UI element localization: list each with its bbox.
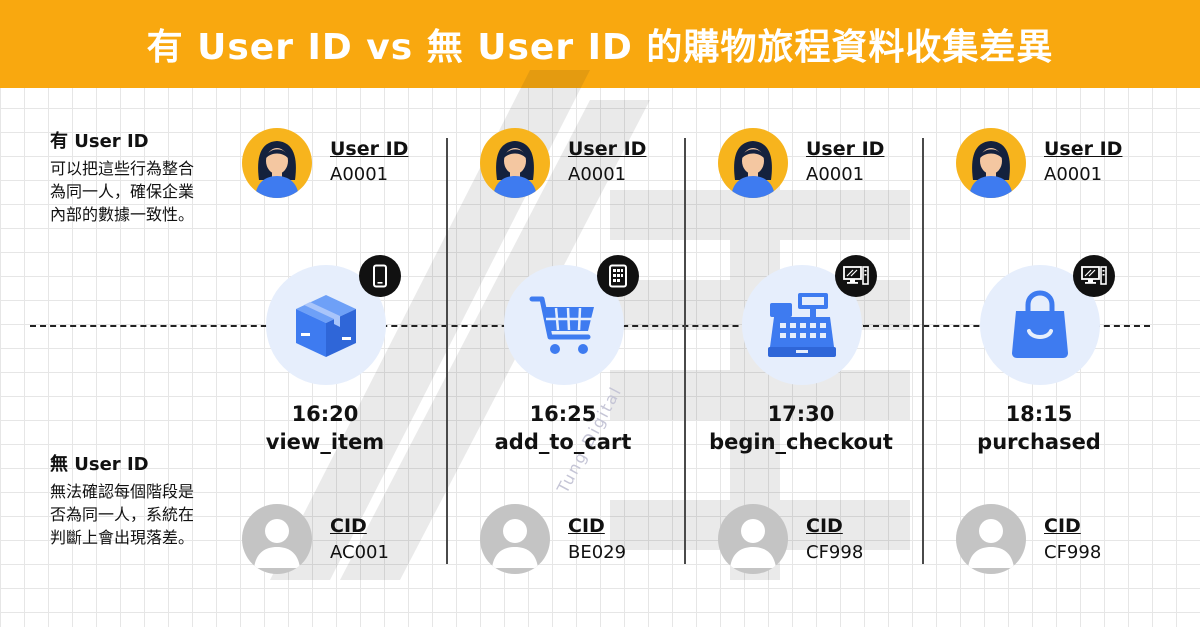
user-avatar-icon <box>480 128 550 198</box>
shopping-bag-icon <box>1012 290 1068 358</box>
anonymous-avatar-icon <box>718 504 788 574</box>
page-title: 有 User ID vs 無 User ID 的購物旅程資料收集差異 <box>146 27 1054 68</box>
with-user-id-note: 有 User ID 可以把這些行為整合為同一人，確保企業內部的數據一致性。 <box>50 127 210 226</box>
user-id-label: User ID <box>568 138 647 160</box>
cid-value: CF998 <box>1044 542 1102 563</box>
stage-add-to-cart: User ID A0001 16:25 add_to_cart <box>468 0 708 627</box>
event-name: purchased <box>977 430 1101 454</box>
user-id-value: A0001 <box>568 164 627 185</box>
cid-value: BE029 <box>568 542 627 563</box>
event-name: view_item <box>265 430 385 454</box>
user-id-label: User ID <box>806 138 885 160</box>
anonymous-avatar-icon <box>956 504 1026 574</box>
device-badge <box>835 255 877 297</box>
package-box-icon <box>296 295 356 357</box>
cash-register-icon <box>768 293 836 357</box>
without-user-id-title: 無 User ID <box>50 454 149 475</box>
user-id-value: A0001 <box>330 164 389 185</box>
user-avatar-icon <box>242 128 312 198</box>
stage-begin-checkout: User ID A0001 <box>706 0 946 627</box>
event-time: 18:15 <box>1005 402 1073 426</box>
cid-label: CID <box>330 515 367 537</box>
cid-label: CID <box>1044 515 1081 537</box>
user-id-value: A0001 <box>806 164 865 185</box>
stage-purchased: User ID A0001 18:15 purchased CID CF998 <box>944 0 1184 627</box>
cid-value: CF998 <box>806 542 864 563</box>
cid-label: CID <box>568 515 605 537</box>
user-id-value: A0001 <box>1044 164 1103 185</box>
user-id-label: User ID <box>1044 138 1123 160</box>
anonymous-avatar-icon <box>242 504 312 574</box>
with-user-id-description: 可以把這些行為整合為同一人，確保企業內部的數據一致性。 <box>50 159 195 224</box>
stage-divider <box>922 138 924 564</box>
event-name: add_to_cart <box>494 430 632 454</box>
without-user-id-note: 無 User ID 無法確認每個階段是否為同一人，系統在判斷上會出現落差。 <box>50 450 210 549</box>
event-time: 16:20 <box>291 402 359 426</box>
anonymous-avatar-icon <box>480 504 550 574</box>
desktop-computer-icon <box>1081 266 1107 285</box>
user-avatar-icon <box>718 128 788 198</box>
event-time: 17:30 <box>767 402 835 426</box>
device-badge <box>597 255 639 297</box>
without-user-id-description: 無法確認每個階段是否為同一人，系統在判斷上會出現落差。 <box>50 482 195 547</box>
title-banner: 有 User ID vs 無 User ID 的購物旅程資料收集差異 <box>0 0 1200 88</box>
user-avatar-icon <box>956 128 1026 198</box>
shopping-cart-icon <box>529 296 594 354</box>
with-user-id-title: 有 User ID <box>50 131 149 152</box>
cid-value: AC001 <box>330 542 389 563</box>
stage-divider <box>446 138 448 564</box>
event-name: begin_checkout <box>709 430 893 454</box>
cid-label: CID <box>806 515 843 537</box>
user-id-label: User ID <box>330 138 409 160</box>
stage-view-item: User ID A0001 16:20 view_item CID AC001 <box>230 0 470 627</box>
tablet-icon <box>609 264 627 288</box>
event-time: 16:25 <box>529 402 597 426</box>
device-badge <box>359 255 401 297</box>
smartphone-icon <box>373 264 387 288</box>
stage-divider <box>684 138 686 564</box>
device-badge <box>1073 255 1115 297</box>
desktop-computer-icon <box>843 266 869 285</box>
